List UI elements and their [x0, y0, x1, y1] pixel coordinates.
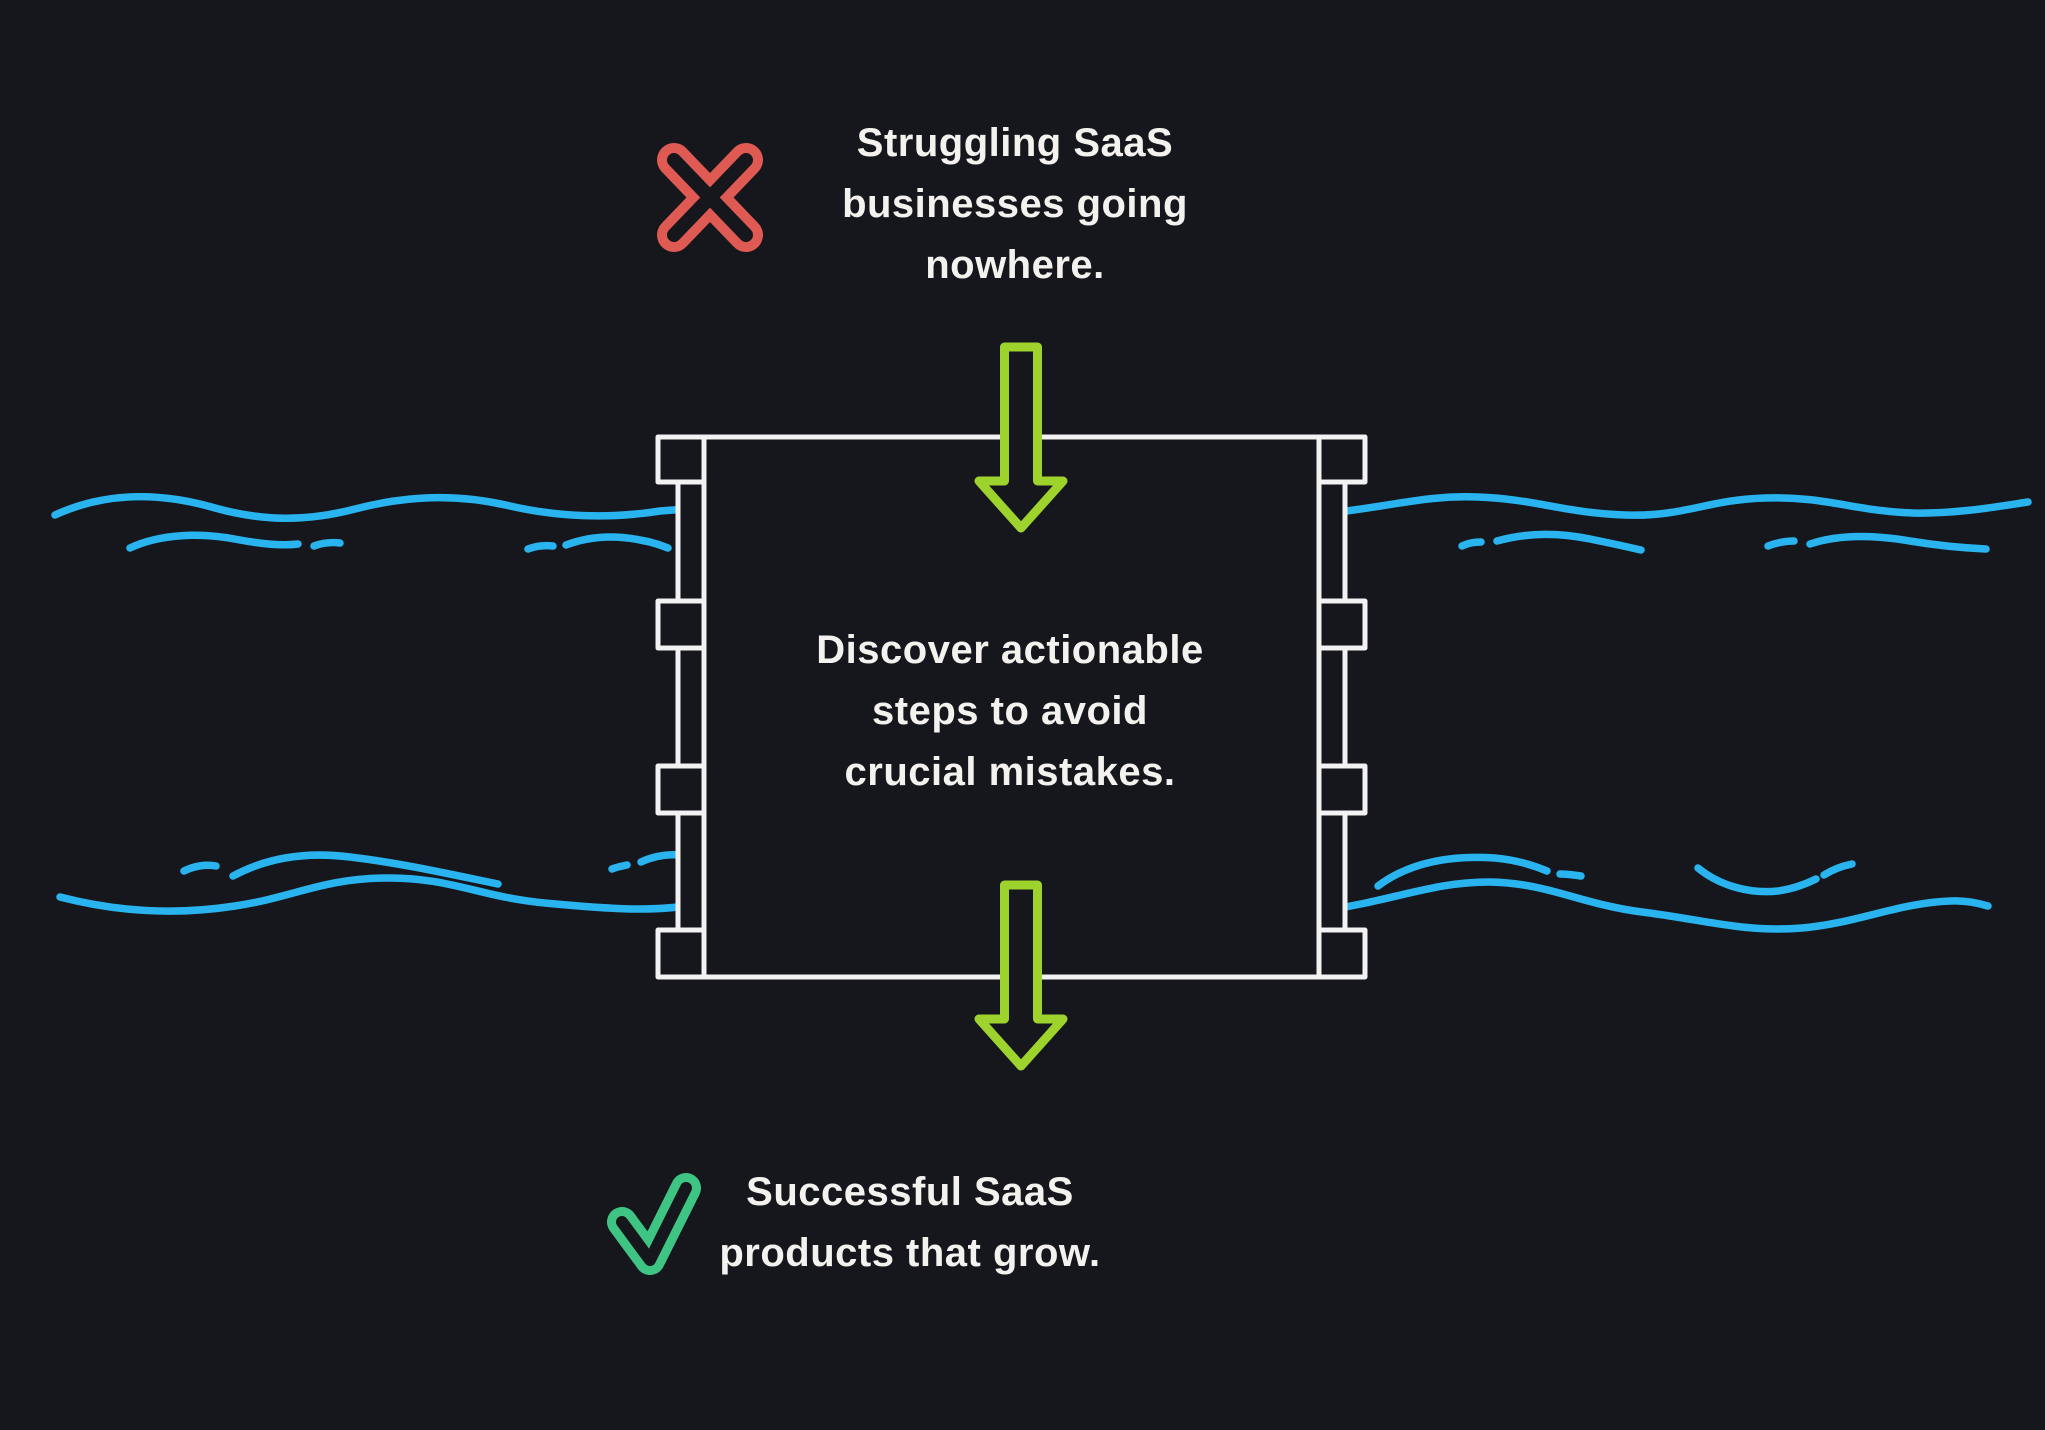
top-caption: Struggling SaaS businesses going nowhere… — [765, 113, 1265, 296]
dam-pillar-right — [1316, 434, 1368, 980]
caption-line: businesses going — [842, 182, 1188, 226]
bottom-caption: Successful SaaS products that grow. — [630, 1162, 1190, 1284]
caption-line: steps to avoid — [872, 689, 1148, 733]
caption-line: Struggling SaaS — [856, 121, 1174, 165]
caption-line: crucial mistakes. — [844, 750, 1176, 794]
caption-line: products that grow. — [719, 1231, 1101, 1275]
down-arrow-icon-bottom — [974, 880, 1068, 1071]
water-waves-top-right — [1318, 493, 2032, 554]
caption-line: nowhere. — [925, 243, 1105, 287]
middle-caption: Discover actionable steps to avoid cruci… — [730, 620, 1290, 803]
check-icon — [607, 1173, 701, 1275]
cross-icon — [657, 143, 763, 252]
down-arrow-icon-top — [974, 342, 1068, 533]
water-waves-bottom-right — [1318, 853, 1992, 933]
dam-pillar-left — [655, 434, 707, 980]
caption-line: Discover actionable — [816, 628, 1204, 672]
water-waves-top-left — [51, 493, 704, 553]
caption-line: Successful SaaS — [746, 1170, 1074, 1214]
water-waves-bottom-left — [56, 850, 704, 915]
